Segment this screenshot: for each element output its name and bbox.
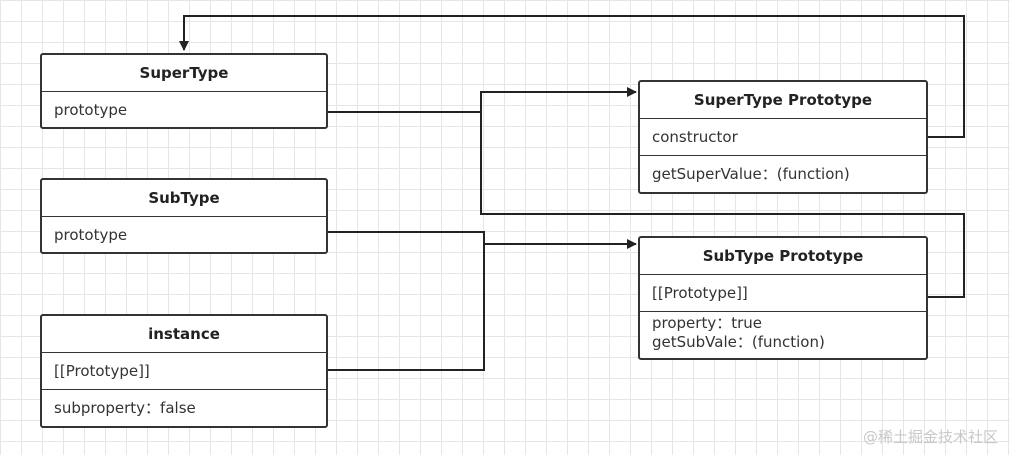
subtype-prototype-box: SubType Prototype [[Prototype]] property… bbox=[638, 236, 928, 360]
arrow-subtype-prototype-to-subtype-prototype-box bbox=[328, 231, 637, 249]
supertype-title: SuperType bbox=[42, 55, 326, 92]
instance-box: instance [[Prototype]] subproperty：false bbox=[40, 314, 328, 428]
supertype-prototype-box: SuperType Prototype constructor getSuper… bbox=[638, 80, 928, 194]
supertype-prototype-getsupervalue-field: getSuperValue：(function) bbox=[652, 165, 850, 183]
arrow-subtype-proto-to-supertype-prototype-box bbox=[480, 112, 965, 298]
subtype-prototype-proto-field: [[Prototype]] bbox=[640, 275, 926, 312]
subtype-prototype-members: property：true getSubVale：(function) bbox=[640, 312, 926, 352]
subtype-box: SubType prototype bbox=[40, 178, 328, 254]
subtype-prototype-getsubvale-field: getSubVale：(function) bbox=[652, 333, 825, 351]
subtype-prototype-property-field: property：true bbox=[652, 314, 762, 332]
arrow-supertype-prototype-to-supertype-prototype-box bbox=[328, 87, 637, 113]
watermark-text: @稀土掘金技术社区 bbox=[862, 428, 998, 446]
subtype-prototype-title: SubType Prototype bbox=[640, 238, 926, 275]
instance-subproperty-field: subproperty：false bbox=[54, 399, 196, 417]
supertype-prototype-constructor-field: constructor bbox=[640, 119, 926, 156]
arrow-constructor-to-supertype bbox=[179, 15, 965, 138]
subtype-prototype-field: prototype bbox=[54, 226, 128, 244]
subtype-title: SubType bbox=[42, 180, 326, 217]
supertype-prototype-field: prototype bbox=[54, 101, 128, 119]
instance-title: instance bbox=[42, 316, 326, 353]
instance-prototype-field: [[Prototype]] bbox=[42, 353, 326, 390]
supertype-box: SuperType prototype bbox=[40, 53, 328, 129]
arrow-instance-proto-to-subtype-prototype-box bbox=[328, 244, 485, 371]
supertype-prototype-title: SuperType Prototype bbox=[640, 82, 926, 119]
